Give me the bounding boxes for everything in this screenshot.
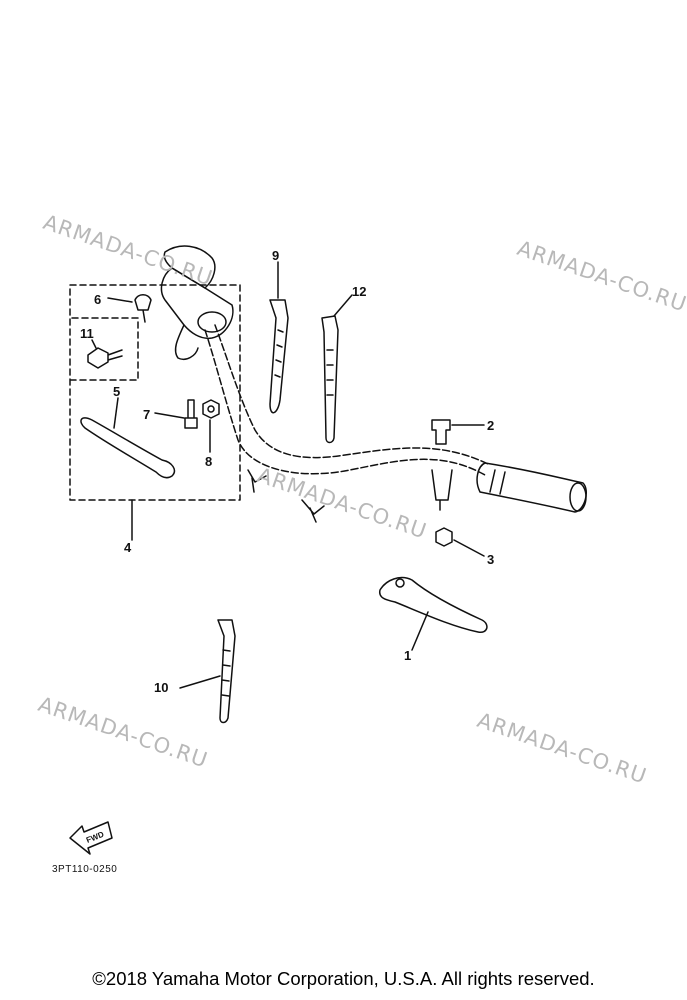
- nut-3: [435, 527, 453, 547]
- callout-3: 3: [487, 552, 494, 567]
- bolt-7: [184, 399, 198, 429]
- leader-11: [91, 339, 97, 349]
- strap-10: [217, 619, 236, 724]
- lever-5: [80, 417, 176, 479]
- handlebar-bracket: [431, 469, 453, 511]
- strap-12: [321, 315, 339, 444]
- callout-8: 8: [205, 454, 212, 469]
- callout-11: 11: [80, 326, 94, 341]
- leader-12: [333, 294, 353, 317]
- leader-7: [154, 412, 185, 419]
- lever-1: [378, 576, 488, 633]
- handlebar-stud-left: [247, 469, 267, 493]
- callout-12: 12: [352, 284, 366, 299]
- leader-5: [113, 397, 119, 429]
- bolt-2: [431, 419, 451, 445]
- callout-2: 2: [487, 418, 494, 433]
- left-grip: [163, 245, 216, 289]
- assembly-box-4: [69, 284, 241, 501]
- nut-8: [202, 399, 220, 419]
- fwd-arrow-icon: [69, 821, 113, 855]
- callout-1: 1: [404, 648, 411, 663]
- handlebar-stud-right: [301, 499, 325, 523]
- throttle-housing: [160, 267, 234, 340]
- leader-6: [107, 297, 133, 303]
- adjuster-11: [87, 347, 123, 369]
- leader-3: [453, 539, 485, 557]
- callout-4: 4: [124, 540, 132, 555]
- right-grip: [476, 462, 587, 513]
- leader-1: [411, 611, 429, 651]
- callout-7: 7: [143, 407, 150, 422]
- leader-10: [179, 675, 221, 689]
- diagram-part-code: 3PT110-0250: [52, 864, 118, 875]
- callout-5: 5: [113, 384, 120, 399]
- handlebar-tube: [204, 324, 491, 476]
- callout-6: 6: [94, 292, 101, 307]
- strap-9: [269, 299, 289, 414]
- screw-6: [134, 294, 152, 323]
- callout-10: 10: [154, 680, 168, 695]
- copyright-notice: ©2018 Yamaha Motor Corporation, U.S.A. A…: [92, 968, 595, 989]
- callout-9: 9: [272, 248, 279, 263]
